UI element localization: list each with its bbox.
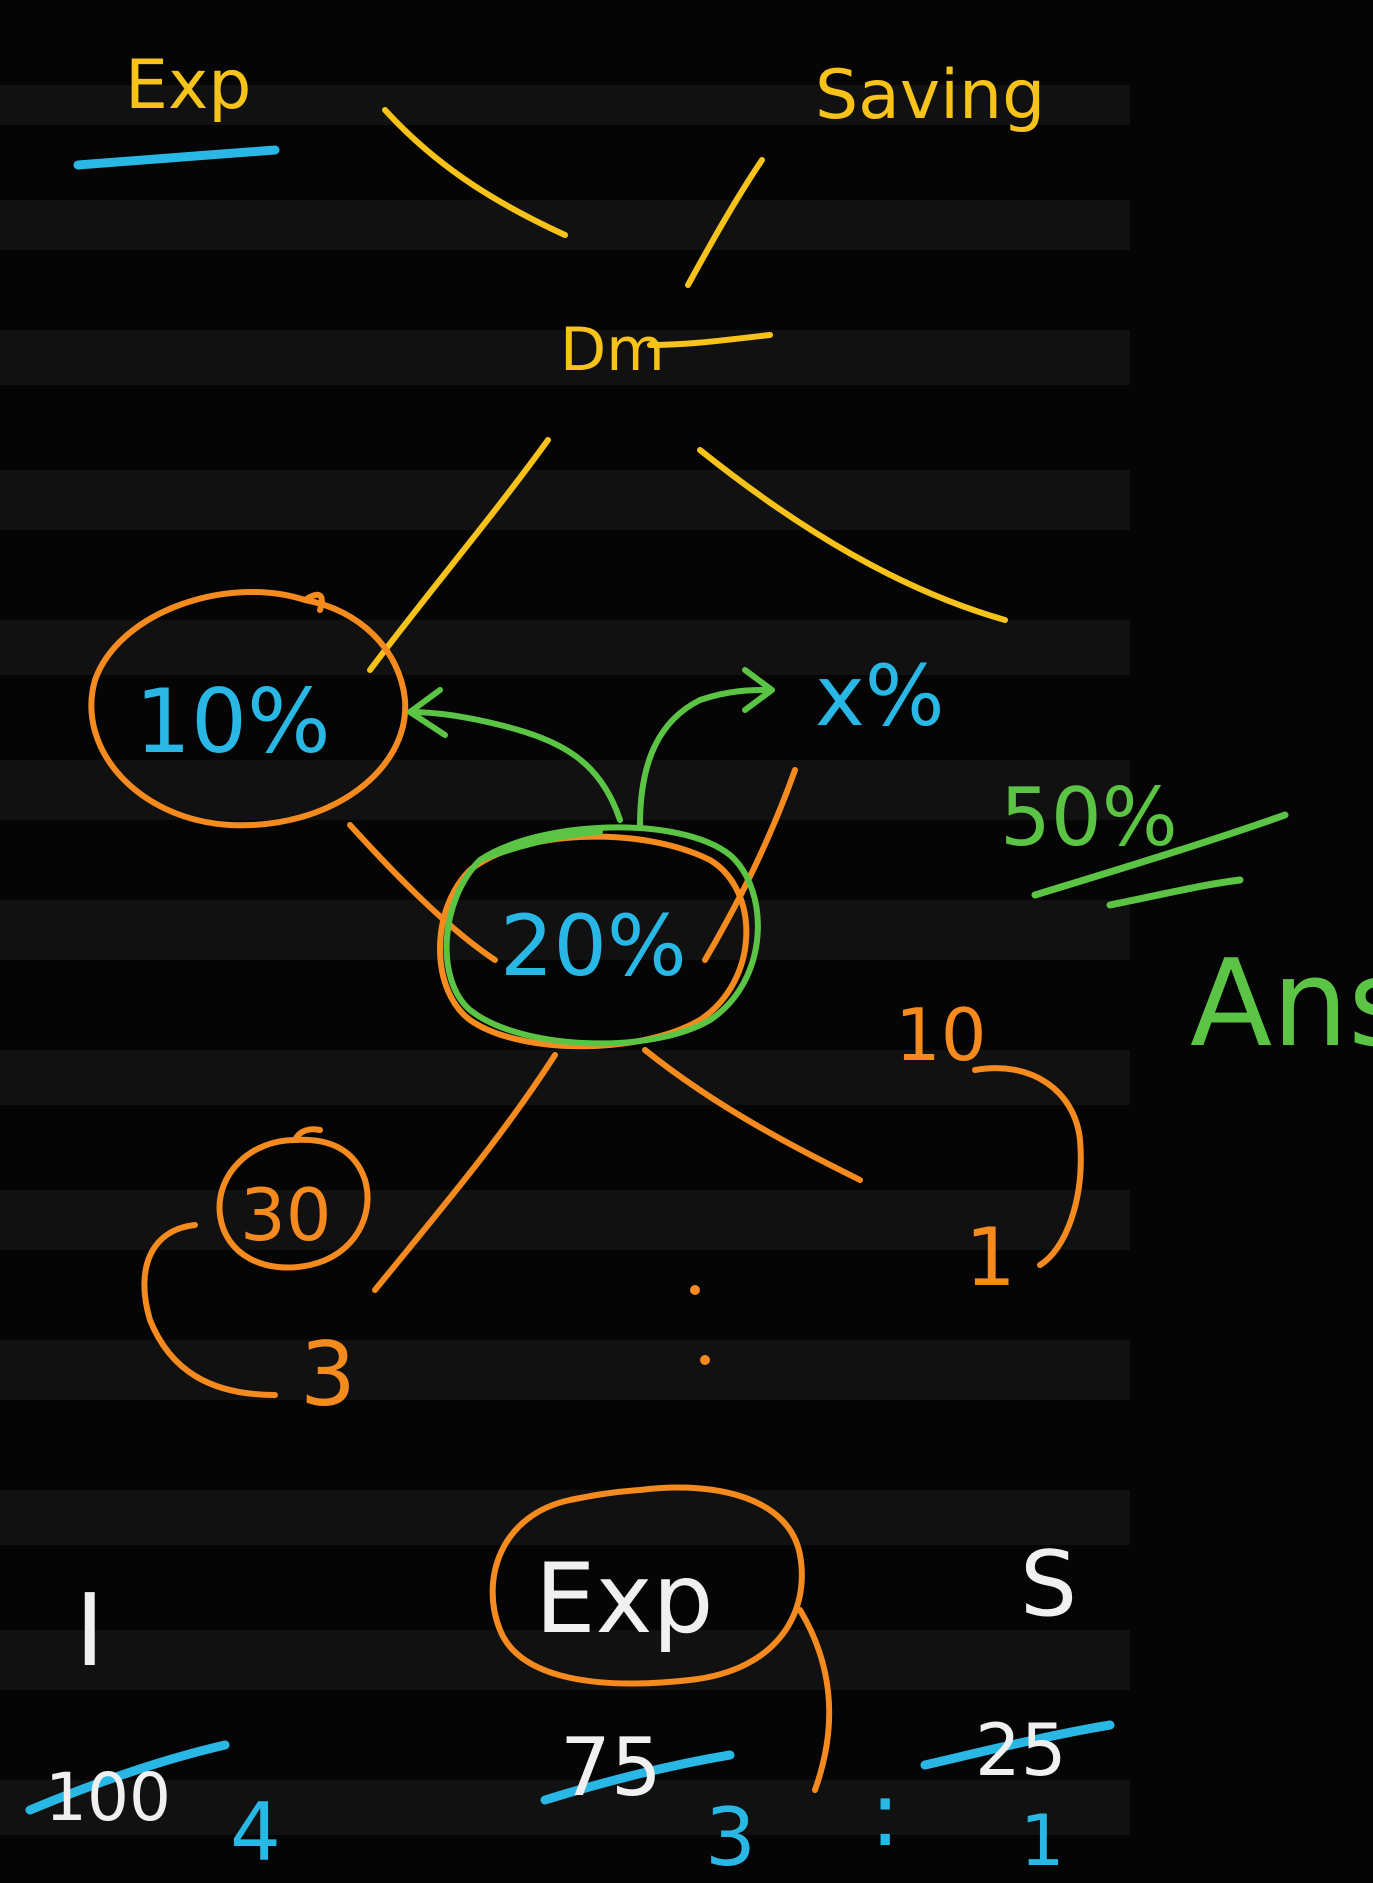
one-label: 1 — [965, 1211, 1016, 1304]
i-label: I — [75, 1572, 105, 1689]
fifty-underline-1 — [1031, 811, 1289, 899]
pct-20-label: 20% — [500, 897, 687, 995]
strike-25 — [920, 1720, 1115, 1770]
line-10-to-20 — [347, 822, 498, 963]
line-20-to-right — [642, 1047, 863, 1183]
line-saving-to-dm — [685, 157, 765, 288]
dm-tail — [647, 332, 773, 348]
circle-20pct-orange — [437, 833, 750, 1050]
dot-2 — [700, 1355, 710, 1365]
thirty-label: 30 — [240, 1173, 332, 1257]
line-dm-to-xpct — [697, 447, 1008, 623]
exp-top-label: Exp — [125, 46, 251, 125]
fifty-underline-2 — [1106, 876, 1244, 909]
ratio-separator: : — [870, 1762, 900, 1867]
arrow-20-to-x — [637, 687, 773, 828]
line-dm-to-10pct — [367, 437, 551, 673]
strike-100 — [25, 1740, 230, 1815]
dot-1 — [690, 1285, 700, 1295]
band-group — [0, 85, 1130, 1835]
pct-10-label: 10% — [135, 670, 331, 773]
arrowhead-to-10 — [407, 687, 448, 738]
ten-label: 10 — [895, 993, 987, 1077]
s-label: S — [1020, 1532, 1077, 1637]
bracket-30-to-3 — [141, 1222, 278, 1398]
ans-label: Ans — [1190, 935, 1373, 1074]
circle-exp-bottom — [489, 1484, 805, 1687]
exp-value-struck: 75 — [560, 1721, 662, 1814]
s-value: 1 — [1020, 1800, 1065, 1882]
s-value-struck: 25 — [975, 1708, 1067, 1792]
saving-label: Saving — [815, 56, 1045, 135]
circle-30 — [216, 1126, 371, 1271]
pct-x-label: x% — [815, 647, 945, 745]
line-exp-to-dm — [382, 107, 568, 238]
exp-value: 3 — [705, 1791, 756, 1883]
bracket-10-to-1 — [972, 1065, 1084, 1268]
exp-underline — [73, 145, 280, 170]
dm-label: Dm — [560, 315, 665, 385]
exp-tail — [797, 1607, 833, 1793]
strike-75 — [540, 1750, 735, 1805]
circle-20pct-green — [443, 824, 761, 1047]
i-value: 4 — [230, 1786, 281, 1879]
line-x-to-20 — [702, 767, 798, 963]
arrow-20-to-10 — [407, 709, 623, 823]
arrowhead-to-x — [742, 667, 775, 713]
exp-bottom-label: Exp — [535, 1543, 713, 1655]
background-bands — [0, 85, 1130, 1835]
line-20-to-3 — [372, 1052, 558, 1293]
three-label: 3 — [300, 1323, 356, 1426]
i-value-struck: 100 — [45, 1759, 171, 1836]
circle-10pct — [88, 588, 409, 829]
pct-50-label: 50% — [1000, 771, 1178, 864]
